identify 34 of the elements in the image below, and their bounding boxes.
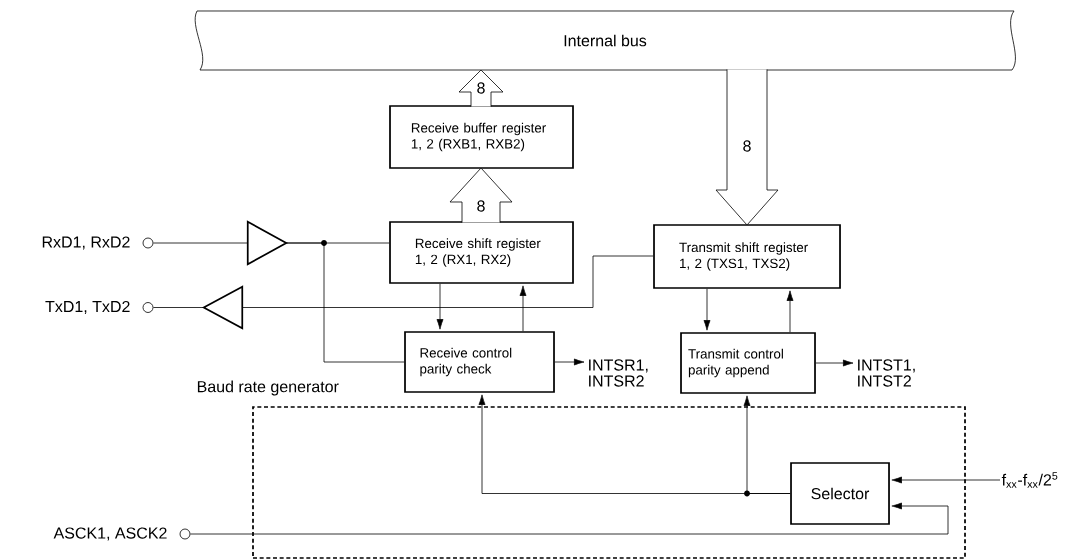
pin-label: RxD1, RxD2 bbox=[42, 236, 130, 250]
control-box: Receive control parity check bbox=[404, 331, 555, 393]
group-heading: Baud rate generator bbox=[197, 380, 339, 396]
register-box: Transmit shift register 1, 2 (TXS1, TXS2) bbox=[653, 224, 841, 289]
control-box: Transmit control parity append bbox=[680, 332, 816, 394]
arrow bbox=[190, 502, 949, 535]
input-buffer-triangle bbox=[246, 220, 289, 266]
arrow bbox=[815, 359, 854, 367]
bus-arrow bbox=[449, 167, 513, 223]
connector-line bbox=[285, 242, 405, 363]
register-box: Receive shift register 1, 2 (RX1, RX2) bbox=[389, 221, 574, 284]
clock-input-label: f$_{xx}$-f$_{xx}$/2$^{5}$ bbox=[1001, 472, 1058, 488]
interrupt-signal-label: INTST1, INTST2 bbox=[858, 359, 915, 387]
output-buffer-triangle bbox=[201, 285, 244, 330]
register-box: Receive buffer register 1, 2 (RXB1, RXB2) bbox=[389, 105, 574, 169]
edge-label: 8 bbox=[475, 199, 487, 213]
arrow bbox=[436, 283, 444, 330]
pin-label: TxD1, TxD2 bbox=[45, 300, 130, 315]
internal-bus: Internal bus bbox=[194, 10, 1016, 71]
arrow bbox=[519, 285, 527, 332]
selector-box: Selector bbox=[790, 462, 890, 525]
edge-label: 8 bbox=[475, 81, 487, 95]
connector-line bbox=[153, 242, 249, 244]
arrow bbox=[703, 288, 711, 331]
connector-line bbox=[153, 307, 205, 308]
edge-label: 8 bbox=[741, 139, 753, 153]
interrupt-signal-label: INTSR1, INTSR2 bbox=[589, 359, 648, 387]
bus-arrow bbox=[715, 69, 779, 226]
arrow bbox=[743, 395, 791, 494]
arrow bbox=[554, 358, 585, 366]
connector-line bbox=[241, 255, 654, 308]
arrow bbox=[891, 476, 1001, 484]
pin-label: ASCK1, ASCK2 bbox=[53, 527, 167, 541]
arrow bbox=[786, 290, 794, 333]
